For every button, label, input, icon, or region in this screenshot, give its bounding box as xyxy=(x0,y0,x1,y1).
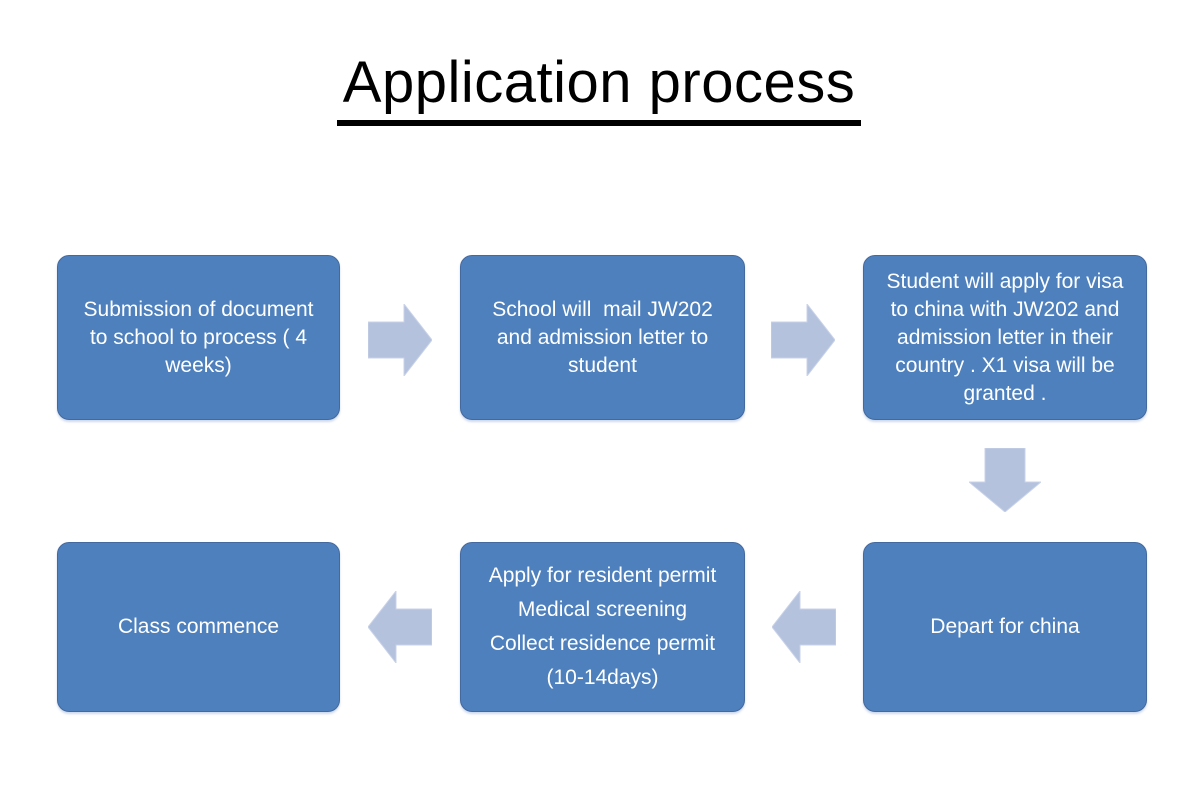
step-label: Submission of document to school to proc… xyxy=(83,297,320,377)
title-wrap: Application process xyxy=(0,50,1198,126)
step-box-school-mail: School will mail JW202 and admission let… xyxy=(460,255,745,420)
step-box-class-commence: Class commence xyxy=(57,542,340,712)
arrow-left-icon xyxy=(772,591,836,663)
arrow-right-icon xyxy=(771,304,835,376)
arrow-down-icon xyxy=(969,448,1041,512)
step-line: Apply for resident permit xyxy=(488,564,717,587)
step-label: Student will apply for visa to china wit… xyxy=(886,269,1130,405)
arrow-left-icon xyxy=(368,591,432,663)
step-line: Medical screening xyxy=(517,598,688,621)
step-box-depart: Depart for china xyxy=(863,542,1147,712)
step-box-submission: Submission of document to school to proc… xyxy=(57,255,340,420)
step-label: School will mail JW202 and admission let… xyxy=(492,297,719,377)
step-label-multiline: Apply for resident permit Medical screen… xyxy=(483,556,722,698)
step-box-visa-apply: Student will apply for visa to china wit… xyxy=(863,255,1147,420)
step-line: Collect residence permit xyxy=(489,632,716,655)
step-label: Depart for china xyxy=(930,615,1080,638)
step-line: (10-14days) xyxy=(546,666,659,689)
step-label: Class commence xyxy=(117,615,280,638)
page-title: Application process xyxy=(336,50,862,126)
arrow-right-icon xyxy=(368,304,432,376)
step-box-resident-permit: Apply for resident permit Medical screen… xyxy=(460,542,745,712)
